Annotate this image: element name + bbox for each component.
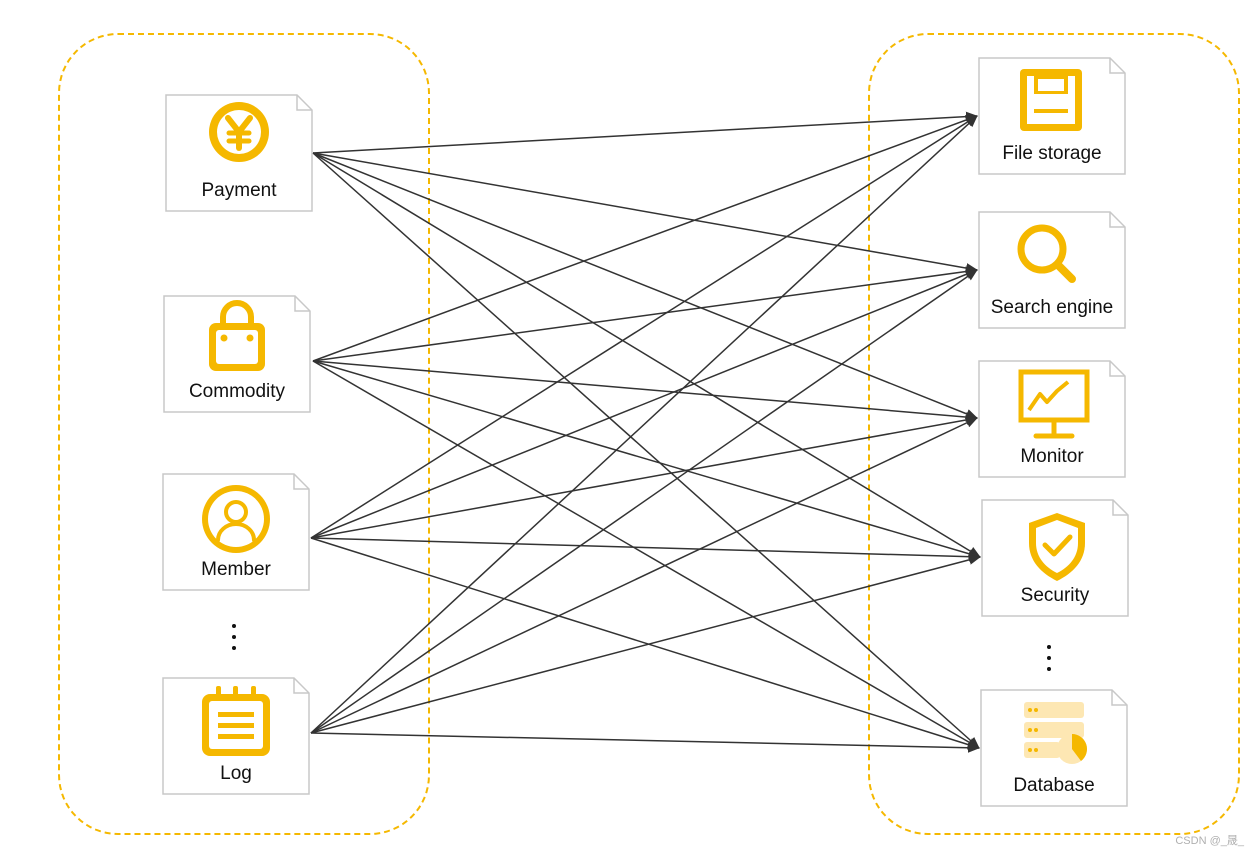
magnifier-icon	[1017, 224, 1076, 283]
edge-payment-to-security	[312, 152, 981, 558]
log-card[interactable]: Log	[162, 677, 310, 795]
edge-member-to-monitor	[310, 415, 978, 539]
file-storage-card[interactable]: File storage	[978, 57, 1126, 175]
source-services-group	[58, 33, 430, 835]
commodity-card[interactable]: Commodity	[163, 295, 311, 413]
database-icon	[1024, 702, 1087, 764]
edge-commodity-to-file-storage	[312, 115, 978, 362]
shopping-bag-icon	[209, 300, 265, 371]
edge-log-to-security	[310, 554, 981, 734]
edge-payment-to-database	[312, 152, 980, 749]
monitor-label: Monitor	[1020, 446, 1084, 467]
security-card[interactable]: Security	[981, 499, 1129, 617]
security-label: Security	[1020, 585, 1090, 606]
file-storage-label: File storage	[1002, 143, 1102, 164]
more-targets-ellipsis	[1043, 645, 1055, 678]
search-engine-card[interactable]: Search engine	[978, 211, 1126, 329]
yen-coin-icon	[209, 102, 269, 162]
edge-payment-to-monitor	[312, 152, 978, 419]
commodity-label: Commodity	[188, 381, 286, 402]
edge-log-to-search-engine	[310, 269, 978, 734]
edge-log-to-file-storage	[310, 115, 978, 734]
edge-commodity-to-database	[312, 360, 980, 749]
search-engine-label: Search engine	[990, 297, 1114, 318]
monitor-card[interactable]: Monitor	[978, 360, 1126, 478]
edge-member-to-security	[310, 537, 981, 562]
more-sources-ellipsis	[228, 624, 240, 657]
shield-check-icon	[1029, 513, 1085, 581]
target-services-group	[868, 33, 1240, 835]
edge-member-to-search-engine	[310, 269, 978, 539]
payment-label: Payment	[201, 180, 277, 201]
edge-payment-to-search-engine	[312, 152, 978, 274]
monitor-chart-icon	[1018, 369, 1090, 439]
log-label: Log	[220, 763, 252, 784]
member-label: Member	[201, 559, 271, 580]
edge-log-to-monitor	[310, 417, 978, 734]
member-card[interactable]: Member	[162, 473, 310, 591]
user-icon	[202, 485, 270, 553]
watermark: CSDN @_晟_	[1175, 835, 1244, 847]
floppy-disk-icon	[1020, 69, 1082, 131]
notepad-icon	[202, 686, 270, 756]
edge-payment-to-file-storage	[312, 111, 978, 154]
edge-commodity-to-security	[312, 360, 981, 559]
edge-member-to-file-storage	[310, 115, 978, 539]
edge-log-to-database	[310, 732, 980, 753]
edge-commodity-to-search-engine	[312, 266, 978, 362]
payment-card[interactable]: Payment	[165, 94, 313, 212]
edge-commodity-to-monitor	[312, 360, 978, 423]
edge-member-to-database	[310, 537, 980, 750]
database-card[interactable]: Database	[980, 689, 1128, 807]
database-label: Database	[1013, 775, 1095, 796]
